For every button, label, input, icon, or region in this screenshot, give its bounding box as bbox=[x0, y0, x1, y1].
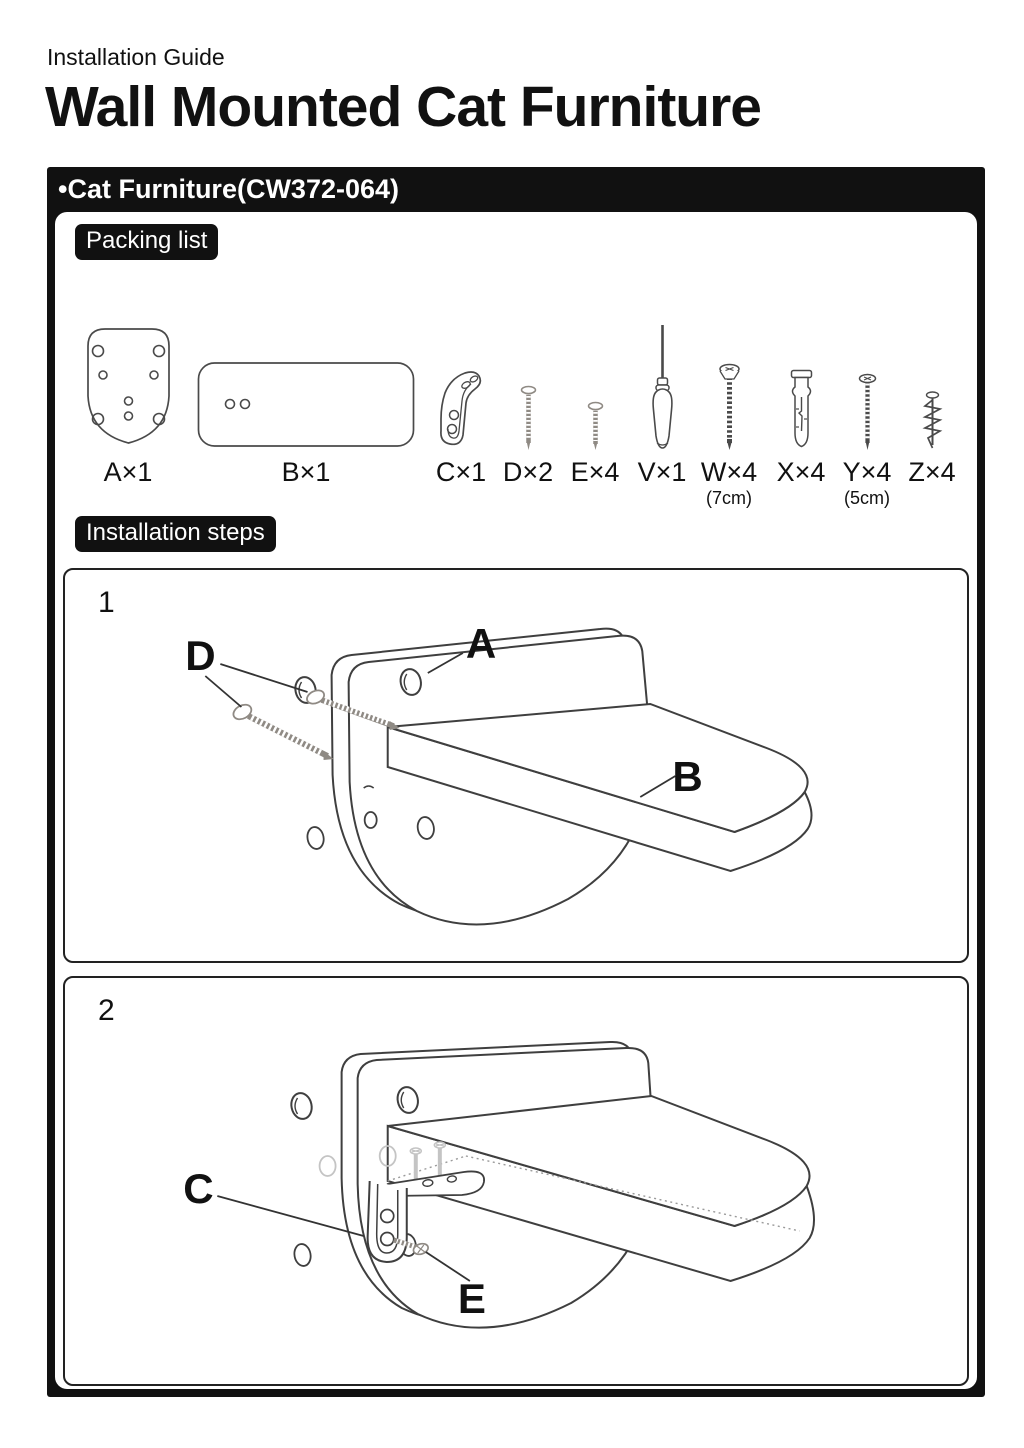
installation-steps-label: Installation steps bbox=[75, 516, 276, 552]
section-header-bar: •Cat Furniture(CW372-064) bbox=[47, 167, 985, 212]
part-label: B×1 bbox=[281, 457, 331, 487]
callout-e: E bbox=[458, 1275, 486, 1322]
packing-list-parts: A×1 B×1 bbox=[55, 260, 977, 512]
wood-screw-7cm-icon bbox=[696, 363, 762, 451]
part-label: Z×4 bbox=[908, 457, 956, 487]
callout-b: B bbox=[672, 753, 702, 800]
part-label: V×1 bbox=[637, 457, 687, 487]
screw-d-in-hole bbox=[306, 689, 400, 730]
section-panel: Packing list A bbox=[55, 212, 977, 1389]
shelf-board-icon bbox=[191, 358, 421, 451]
part-note: (5cm) bbox=[844, 488, 890, 508]
part-label: X×4 bbox=[776, 457, 826, 487]
step-1-number: 1 bbox=[98, 586, 115, 619]
step-1-box: 1 bbox=[63, 568, 969, 963]
wood-screw-5cm-icon bbox=[837, 373, 897, 451]
section-header-title: •Cat Furniture(CW372-064) bbox=[58, 174, 400, 204]
step-2-diagram: C E bbox=[183, 1040, 815, 1329]
page-title: Wall Mounted Cat Furniture bbox=[45, 75, 762, 139]
hidden-screws bbox=[409, 1141, 447, 1183]
coarse-screw-icon bbox=[902, 391, 962, 451]
step-1-diagram: D A B bbox=[185, 620, 813, 926]
document-subtitle: Installation Guide bbox=[47, 44, 225, 70]
screw-d-loose bbox=[232, 703, 334, 760]
callout-d: D bbox=[185, 632, 215, 679]
part-note: (7cm) bbox=[706, 488, 752, 508]
packing-list-label: Packing list bbox=[75, 224, 219, 260]
part-label: D×2 bbox=[502, 457, 554, 487]
part-label: A×1 bbox=[103, 457, 153, 487]
part-label: Y×4 bbox=[842, 457, 892, 487]
long-screw-icon bbox=[501, 385, 555, 451]
screwdriver-icon bbox=[632, 323, 692, 451]
callout-c: C bbox=[183, 1165, 213, 1212]
product-section: •Cat Furniture(CW372-064) Packing list bbox=[47, 167, 985, 1397]
corner-bracket-icon bbox=[421, 369, 501, 451]
screw-e bbox=[392, 1237, 429, 1256]
short-screw-icon bbox=[568, 401, 622, 451]
part-label: E×4 bbox=[570, 457, 620, 487]
step-2-box: 2 bbox=[63, 976, 969, 1386]
part-label: W×4 bbox=[700, 457, 758, 487]
part-label: C×1 bbox=[435, 457, 487, 487]
wall-plate-icon bbox=[68, 324, 188, 451]
step-2-number: 2 bbox=[98, 994, 115, 1027]
wall-anchor-icon bbox=[771, 369, 831, 451]
callout-a: A bbox=[466, 620, 496, 667]
